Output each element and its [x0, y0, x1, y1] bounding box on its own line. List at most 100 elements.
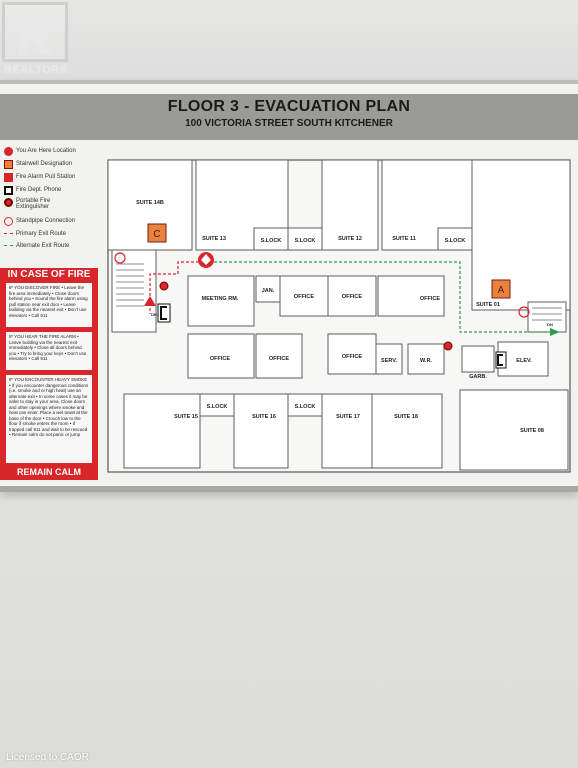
sign-title: FLOOR 3 - EVACUATION PLAN	[167, 98, 411, 115]
label-office-4: OFFICE	[210, 356, 230, 362]
stairwell-icon	[4, 159, 13, 169]
stair-a-label: A	[498, 285, 505, 296]
room-garb	[461, 345, 495, 373]
standpipe-icon	[4, 216, 13, 226]
realtor-logo-text: REALTOR®	[4, 64, 69, 76]
stairwell-a-sign: A	[491, 279, 511, 299]
label-suite-11: SUITE 11	[392, 236, 416, 242]
label-suite-16: SUITE 16	[252, 414, 276, 420]
label-suite-01: SUITE 01	[476, 302, 500, 308]
legend-label: Fire Alarm Pull Station	[16, 174, 76, 180]
room-office-4	[187, 333, 255, 379]
room-jan	[255, 275, 281, 303]
license-watermark: Licensed to CAOR	[6, 752, 89, 763]
room-office-3	[377, 275, 445, 317]
label-s-lock-1: S.LOCK	[261, 238, 282, 244]
legend-label: Primary Exit Route	[16, 231, 67, 237]
legend-alternate-route: Alternate Exit Route	[4, 241, 69, 251]
label-s-lock-4: S.LOCK	[207, 404, 228, 410]
fire-dept-phone-icon-right	[495, 351, 507, 369]
room-suite-15	[123, 393, 201, 469]
standpipe-icon-right	[518, 306, 530, 318]
realtor-logo: REALTOR®	[0, 0, 70, 80]
extinguisher-icon	[4, 198, 13, 207]
legend-fire-phone: Fire Dept. Phone	[4, 185, 61, 195]
extinguisher-icon-right	[443, 341, 453, 351]
fire-instructions: IN CASE OF FIRE IF YOU DISCOVER FIRE • L…	[0, 268, 98, 480]
fire-heading: IN CASE OF FIRE	[7, 269, 91, 280]
label-suite-13: SUITE 13	[202, 236, 226, 242]
label-dn-right: DN	[547, 322, 553, 327]
label-suite-12: SUITE 12	[338, 236, 362, 242]
exit-arrow-left-icon	[144, 296, 156, 306]
legend-label: You Are Here Location	[16, 148, 76, 154]
label-suite-18: SUITE 18	[394, 414, 418, 420]
room-suite-08	[459, 389, 569, 471]
exit-arrow-icon	[550, 328, 560, 336]
label-dn-left: DN	[151, 312, 157, 317]
label-office-2: OFFICE	[342, 294, 362, 300]
room-suite-17	[321, 393, 373, 469]
label-elev: ELEV.	[516, 358, 532, 364]
label-meeting: MEETING RM.	[202, 296, 239, 302]
legend-primary-route: Primary Exit Route	[4, 229, 66, 239]
legend-pull-station: Fire Alarm Pull Station	[4, 172, 75, 182]
legend-label: Stairwell Designation	[16, 161, 73, 167]
label-jan: JAN.	[262, 288, 275, 294]
label-s-lock-5: S.LOCK	[295, 404, 316, 410]
evacuation-sign: FLOOR 3 - EVACUATION PLAN 100 VICTORIA S…	[0, 80, 578, 492]
hear-alarm-panel: IF YOU HEAR THE FIRE ALARM • Leave build…	[6, 332, 92, 370]
stair-treads	[116, 263, 562, 321]
primary-exit-route	[149, 261, 204, 314]
label-suite-17: SUITE 17	[336, 414, 360, 420]
room-serv	[375, 343, 403, 375]
legend-stairwell: Stairwell Designation	[4, 159, 72, 169]
label-suite-08: SUITE 08	[520, 428, 544, 434]
alternate-exit-route	[204, 261, 550, 333]
legend-label: Fire Dept. Phone	[16, 187, 62, 193]
label-office-1: OFFICE	[294, 294, 314, 300]
extinguisher-icon	[159, 281, 169, 291]
discover-fire-panel: IF YOU DISCOVER FIRE • Leave the fire ar…	[6, 283, 92, 327]
room-stair-right	[527, 301, 567, 333]
room-office-6	[327, 333, 377, 375]
realtor-logo-box	[2, 2, 68, 62]
phone-icon	[4, 185, 13, 195]
wall-top	[0, 0, 578, 80]
label-s-lock-2: S.LOCK	[295, 238, 316, 244]
room-wr	[407, 343, 445, 375]
legend-label: Standpipe Connection	[16, 218, 76, 224]
legend-extinguisher: Portable Fire Extinguisher	[4, 198, 76, 214]
fire-dept-phone-icon	[157, 303, 171, 323]
legend-standpipe: Standpipe Connection	[4, 216, 75, 226]
room-office-2	[327, 275, 377, 317]
primary-route-icon	[4, 233, 13, 235]
room-suite-16	[233, 393, 289, 469]
room-meeting	[187, 275, 255, 327]
legend: You Are Here Location Stairwell Designat…	[0, 142, 100, 270]
label-office-6: OFFICE	[342, 354, 362, 360]
floor-plan: C A SUITE 14B SUITE 13 S.LOCK S.LOCK SUI…	[107, 159, 571, 473]
alternate-route-icon	[4, 245, 13, 247]
sign-subtitle: 100 VICTORIA STREET SOUTH KITCHENER	[185, 118, 393, 129]
legend-you-are-here: You Are Here Location	[4, 146, 76, 156]
label-garb: GARB.	[469, 374, 487, 380]
label-suite-14b: SUITE 14B	[136, 200, 164, 206]
label-serv: SERV.	[381, 358, 397, 364]
pull-station-icon	[4, 172, 13, 182]
legend-label: Alternate Exit Route	[16, 243, 70, 249]
label-wr: W.R.	[420, 358, 432, 364]
remain-calm: REMAIN CALM	[17, 467, 81, 477]
heavy-smoke-panel: IF YOU ENCOUNTER HEAVY SMOKE • If you en…	[6, 375, 92, 463]
stairwell-c-sign: C	[147, 223, 167, 243]
room-suite-18	[371, 393, 443, 469]
you-are-here-icon	[198, 252, 214, 268]
stair-c-label: C	[153, 229, 160, 240]
standpipe-icon	[114, 252, 126, 264]
legend-label: Portable Fire Extinguisher	[16, 198, 51, 210]
title-band	[0, 94, 578, 140]
room-suite-01	[471, 159, 571, 311]
label-office-3: OFFICE	[420, 296, 440, 302]
you-are-here-icon	[4, 146, 13, 156]
room-office-5	[255, 333, 303, 379]
